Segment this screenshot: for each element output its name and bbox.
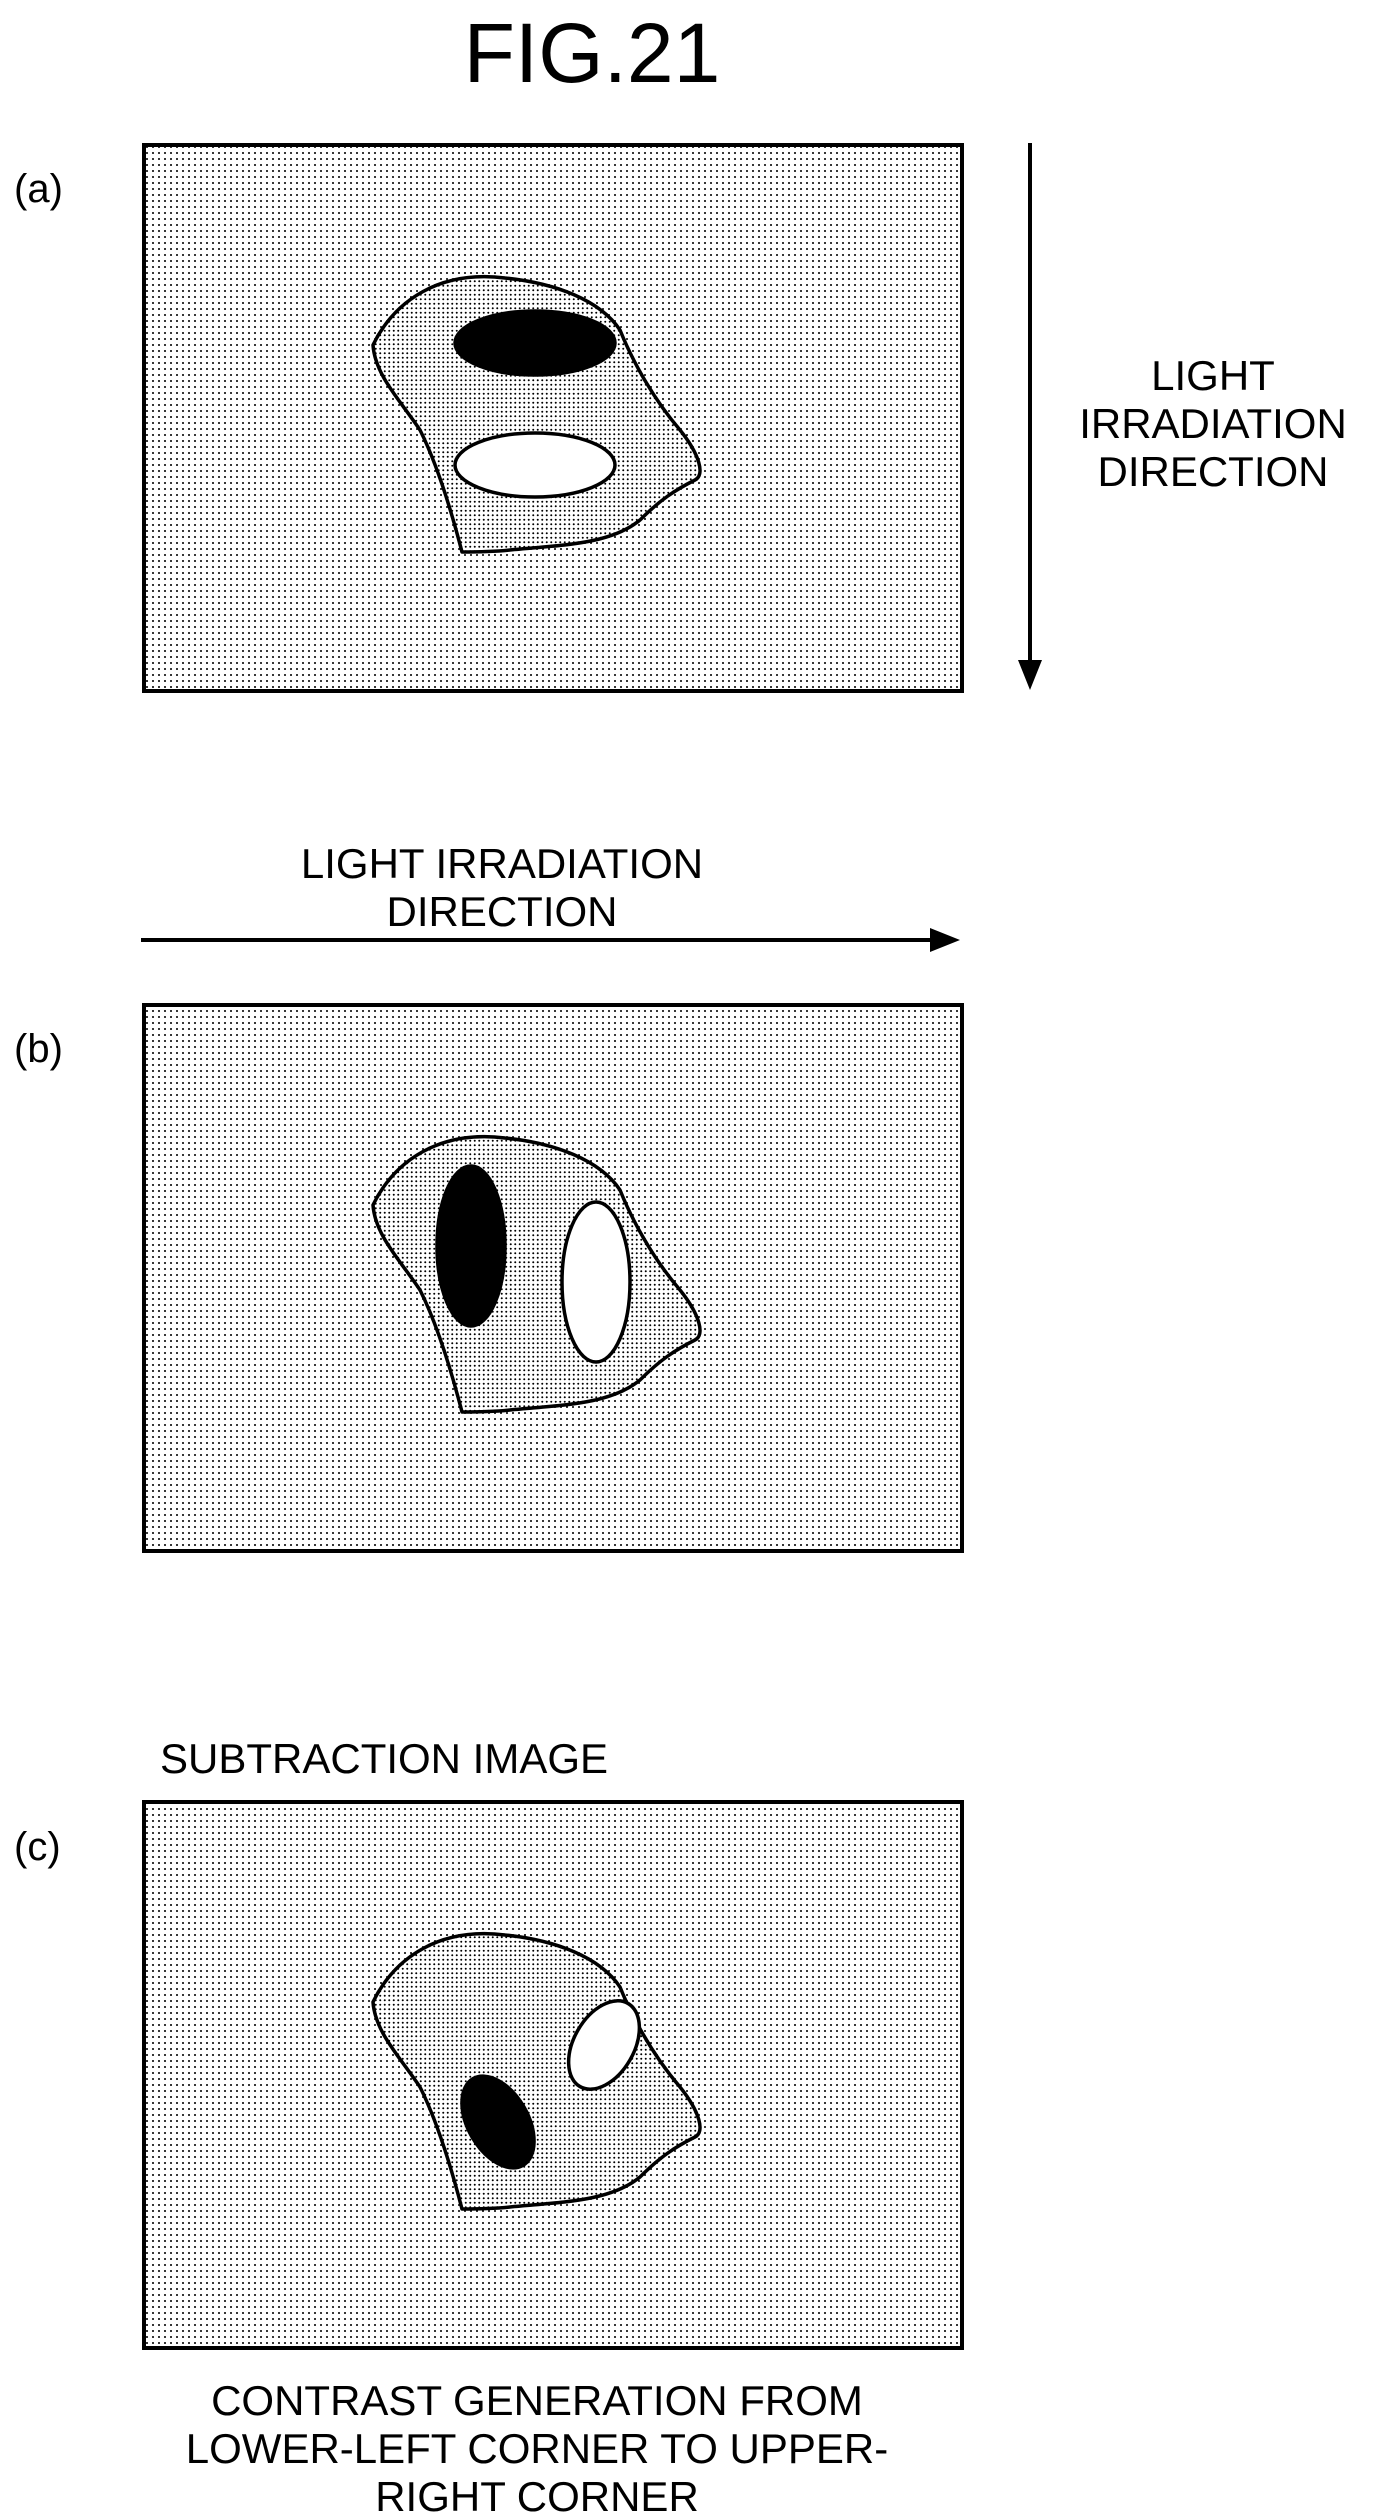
down-arrow-head: [1018, 660, 1042, 690]
panel-a: (a) LIGHTIRRADIATIONDIRECTION: [14, 143, 1347, 691]
panel-c: SUBTRACTION IMAGE (c) CONTRAST GENERATIO…: [14, 1735, 962, 2516]
panel-c-caption-above: SUBTRACTION IMAGE: [160, 1735, 608, 1782]
panel-b-label: (b): [14, 1027, 63, 1071]
panel-a-light-spot: [455, 433, 615, 497]
panel-a-arrow: [1018, 143, 1042, 690]
panel-b-dark-spot: [437, 1166, 505, 1326]
figure-title: FIG.21: [464, 6, 721, 100]
panel-c-caption-below: CONTRAST GENERATION FROMLOWER-LEFT CORNE…: [186, 2377, 888, 2516]
panel-a-dark-spot: [455, 311, 615, 375]
right-arrow-head: [930, 928, 960, 952]
panel-a-label: (a): [14, 167, 63, 211]
panel-b-arrow-label: LIGHT IRRADIATIONDIRECTION: [301, 840, 703, 935]
panel-c-label: (c): [14, 1825, 61, 1869]
panel-a-arrow-label: LIGHTIRRADIATIONDIRECTION: [1079, 352, 1347, 495]
panel-b-light-spot: [562, 1202, 630, 1362]
panel-b: LIGHT IRRADIATIONDIRECTION (b): [14, 840, 962, 1551]
